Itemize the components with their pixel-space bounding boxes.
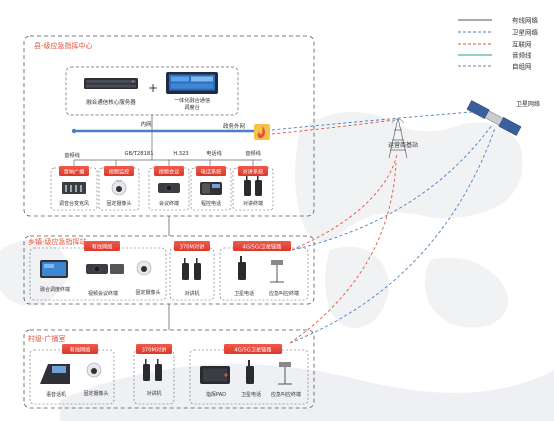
legend: 有线网络 卫星网络 互联网 音频线 自组网 [458,16,539,71]
interface-label: 电话线 [206,149,222,157]
legend-item: 卫星网络 [458,28,539,37]
county-unit: 音响广播 调音台变克风 [50,166,98,211]
audio-mixer-icon [62,182,86,194]
county-unit: 视频监控 固定摄像头 [98,166,140,211]
plus-icon: + [148,81,158,95]
background-map [0,112,554,421]
wired-tag: 有线网络 [92,242,113,250]
dome-camera-icon [136,260,152,276]
device-label: 固定摄像头 [135,289,160,296]
device-label: 应急叫应终端 [269,290,299,297]
device-label: 融合调度终端 [40,286,70,293]
unit-device: 程控电话 [201,200,221,207]
walkie-talkie-icon [143,359,162,381]
emergency-terminal-icon [278,362,292,385]
trunk-tag: 370M对讲 [180,242,205,250]
server-label: 融合通信核心服务器 [86,98,136,106]
desk-phone-icon [200,182,222,195]
interface-label: H.323 [173,151,188,157]
dome-camera-icon [86,362,102,378]
device-label: 卫星电话 [241,391,261,398]
emergency-terminal-icon [270,260,284,283]
legend-item: 音频线 [458,51,532,60]
walkie-talkie-icon [182,258,201,280]
unit-device: 会议终端 [159,200,179,207]
satellite-label: 卫星网络 [516,100,540,108]
interface-label: 音频线 [64,151,80,159]
unit-tag: 电话系统 [201,167,222,175]
unit-tag: 音响广播 [64,167,86,175]
device-label: 指挥PAD [206,391,226,398]
extranet-label: 政务外网 [223,122,246,130]
unit-tag: 视频会议 [159,167,181,175]
conference-terminal-icon [158,183,180,193]
legend-item: 有线网络 [458,16,539,25]
base-station-tower-icon [388,117,408,159]
legend-label: 音频线 [512,51,532,60]
unit-device: 调音台变克风 [59,200,89,207]
console-label-line1: 一体化融合通信 [174,96,210,104]
legend-label: 卫星网络 [512,28,539,37]
satellite-phone-icon [238,256,246,280]
wireless-tag: 4G/5G卫星链路 [234,345,272,353]
satellite-icon [466,100,522,136]
section-title: 村级-广播室 [28,334,66,343]
legend-label: 互联网 [512,40,532,49]
device-label: 卫星电话 [234,290,254,297]
wireless-tag: 4G/5G/卫星链路 [243,242,283,250]
township-section: 乡镇-级应急指挥站 有线网络 融合调度终端 视频会议终端 固定摄像头 370M对… [23,235,315,305]
device-label: 视频会议终端 [88,290,118,297]
dome-camera-icon [111,180,127,196]
network-links [271,111,496,344]
core-server [84,78,138,89]
unit-device: 固定摄像头 [106,200,131,207]
device-label: 固定摄像头 [83,390,108,397]
unit-device: 对讲终端 [243,200,263,207]
satellite-phone-icon [246,360,254,384]
section-title: 乡镇-级应急指挥站 [28,237,87,246]
county-unit: 视频会议 会议终端 [148,166,190,211]
legend-label: 有线网络 [512,16,539,25]
legend-label: 自组网 [512,62,532,71]
county-unit: 对讲系统 对讲终端 [232,166,274,211]
device-label: 对讲机 [146,390,161,397]
interface-label: 音频线 [245,149,261,157]
county-unit: 电话系统 程控电话 [190,166,232,211]
unit-tag: 视频监控 [109,167,130,175]
intranet-label: 内网 [140,120,152,128]
trunk-tag: 370M对讲 [142,345,167,353]
legend-item: 互联网 [458,40,532,49]
dispatch-terminal-icon [40,260,68,278]
video-conference-icon [86,264,124,274]
radio-terminal-icon [244,176,262,196]
device-label: 语音话机 [46,391,66,398]
unit-tag: 对讲系统 [243,167,264,175]
wired-tag: 有线网络 [70,345,91,353]
device-label: 对讲机 [184,290,199,297]
ip-phone-icon [40,364,70,384]
base-station-label: 运营商基站 [388,141,418,149]
device-label: 应急叫应终端 [271,391,301,398]
county-section: 县-级应急指挥中心 融合通信核心服务器 + 一体化融合通信 调度台 内网 政务外… [23,35,315,217]
dispatch-console [166,72,218,94]
interface-label: GB/T28181 [125,151,154,157]
console-label-line2: 调度台 [184,103,200,111]
section-title: 县-级应急指挥中心 [34,41,93,50]
firewall-icon [254,124,270,140]
command-pad-icon [200,366,230,384]
legend-item: 自组网 [458,62,532,71]
village-section: 村级-广播室 有线网络 语音话机 固定摄像头 370M对讲 对讲机 4G/5G卫… [23,329,315,409]
